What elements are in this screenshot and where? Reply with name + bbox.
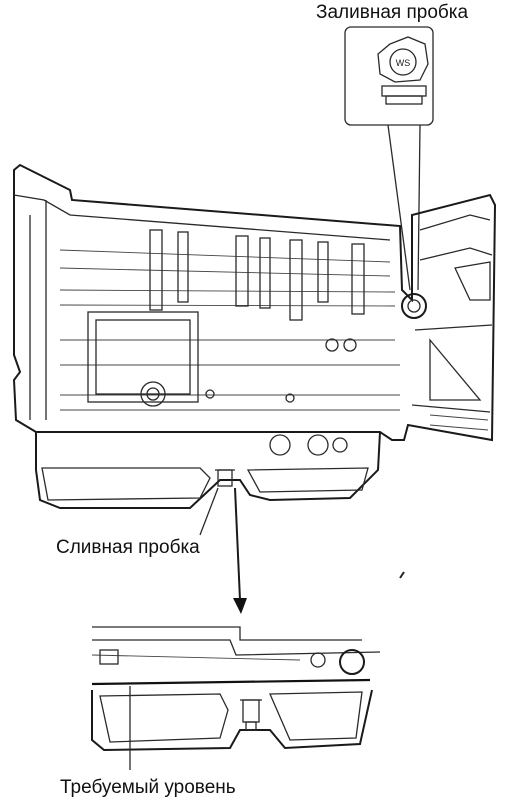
required-level-label: Требуемый уровень bbox=[60, 777, 236, 798]
required-level-line bbox=[91, 678, 371, 686]
fill-plug-label: Заливная пробка bbox=[316, 2, 469, 23]
drain-plug-label: Сливная пробка bbox=[56, 537, 200, 558]
transmission-body bbox=[12, 163, 497, 442]
oil-pan bbox=[35, 431, 381, 536]
detail-arrow bbox=[233, 487, 247, 614]
fill-plug-marking: WS bbox=[396, 58, 411, 68]
fill-plug-callout: WS bbox=[344, 26, 434, 291]
level-detail-view bbox=[91, 626, 381, 770]
